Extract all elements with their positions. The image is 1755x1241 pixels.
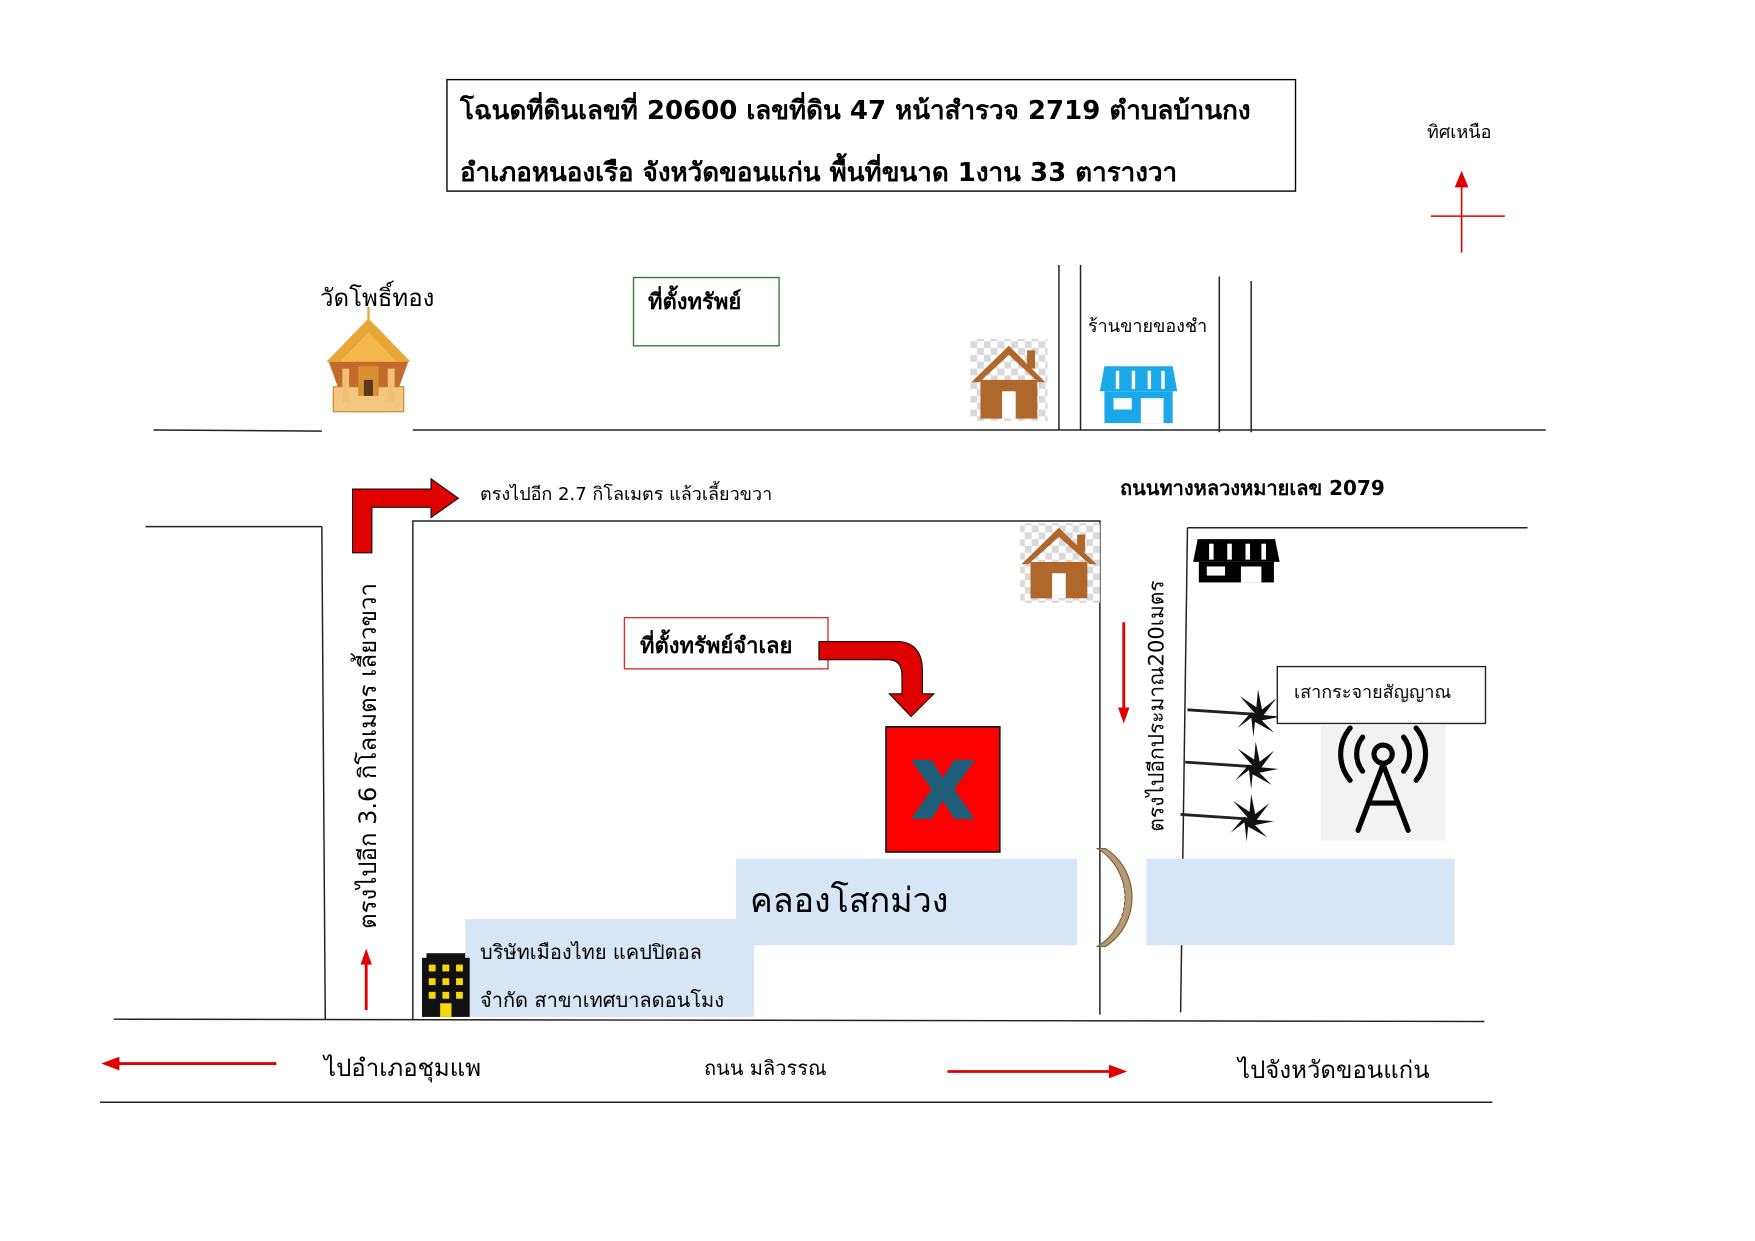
shop-icon (1099, 366, 1178, 424)
palm-tree-icon (1183, 740, 1280, 791)
asset-callout-box (623, 616, 829, 670)
bridge-icon (1095, 847, 1133, 947)
asset-location-label: ที่ตั้งทรัพย์ (648, 290, 742, 315)
title-line-2: อำเภอหนองเรือ จังหวัดขอนแก่น พื้นที่ขนาด… (460, 158, 1178, 188)
right-road-vertical-label: ตรงไปอีกประมาณ200เมตร (1144, 580, 1169, 832)
target-marker-icon (885, 726, 1001, 853)
bottom-road-label: ถนน มลิวรรณ (704, 1056, 827, 1080)
company-line-2: จำกัด สาขาเทศบาลดอนโมง (480, 988, 725, 1012)
curved-arrow-icon (818, 640, 936, 718)
shop-icon (1193, 539, 1280, 583)
house-icon (1020, 523, 1100, 603)
building-icon (421, 953, 470, 1017)
to-right-label: ไปจังหวัดขอนแก่น (1238, 1056, 1430, 1084)
to-left-label: ไปอำเภอชุมแพ (324, 1054, 482, 1082)
north-label: ทิศเหนือ (1427, 122, 1492, 143)
north-arrow-icon (1430, 170, 1505, 253)
direction-arrows (101, 622, 1130, 1079)
turn-right-arrow-icon (351, 477, 460, 554)
asset-callout-label: ที่ตั้งทรัพย์จำเลย (640, 634, 793, 659)
straight-turn-right-label: ตรงไปอีก 2.7 กิโลเมตร แล้วเลี้ยวขวา (480, 484, 773, 505)
title-line-1: โฉนดที่ดินเลขที่ 20600 เลขที่ดิน 47 หน้า… (460, 96, 1251, 126)
signal-tower-label: เสากระจายสัญญาณ (1294, 682, 1452, 703)
palm-tree-icon (1179, 792, 1276, 844)
left-road-vertical-label: ตรงไปอีก 3.6 กิโลเมตร เลี้ยวขวา (354, 583, 382, 929)
palm-tree-icon (1186, 687, 1283, 739)
company-box (465, 919, 755, 1017)
temple-icon (326, 307, 411, 413)
asset-location-box (632, 276, 780, 347)
highway-label: ถนนทางหลวงหมายเลข 2079 (1120, 476, 1385, 500)
grocery-shop-label: ร้านขายของชำ (1088, 316, 1208, 337)
house-icon (970, 338, 1048, 421)
temple-label: วัดโพธิ์ทอง (320, 284, 435, 312)
canal-label: คลองโสกม่วง (750, 881, 949, 921)
canal-east (1146, 858, 1455, 946)
canal-main (735, 858, 1078, 946)
tower-icon (1320, 724, 1446, 841)
signal-tower-box (1276, 665, 1487, 725)
company-line-1: บริษัทเมืองไทย แคปปิตอล (480, 940, 702, 964)
title-box (446, 78, 1297, 192)
